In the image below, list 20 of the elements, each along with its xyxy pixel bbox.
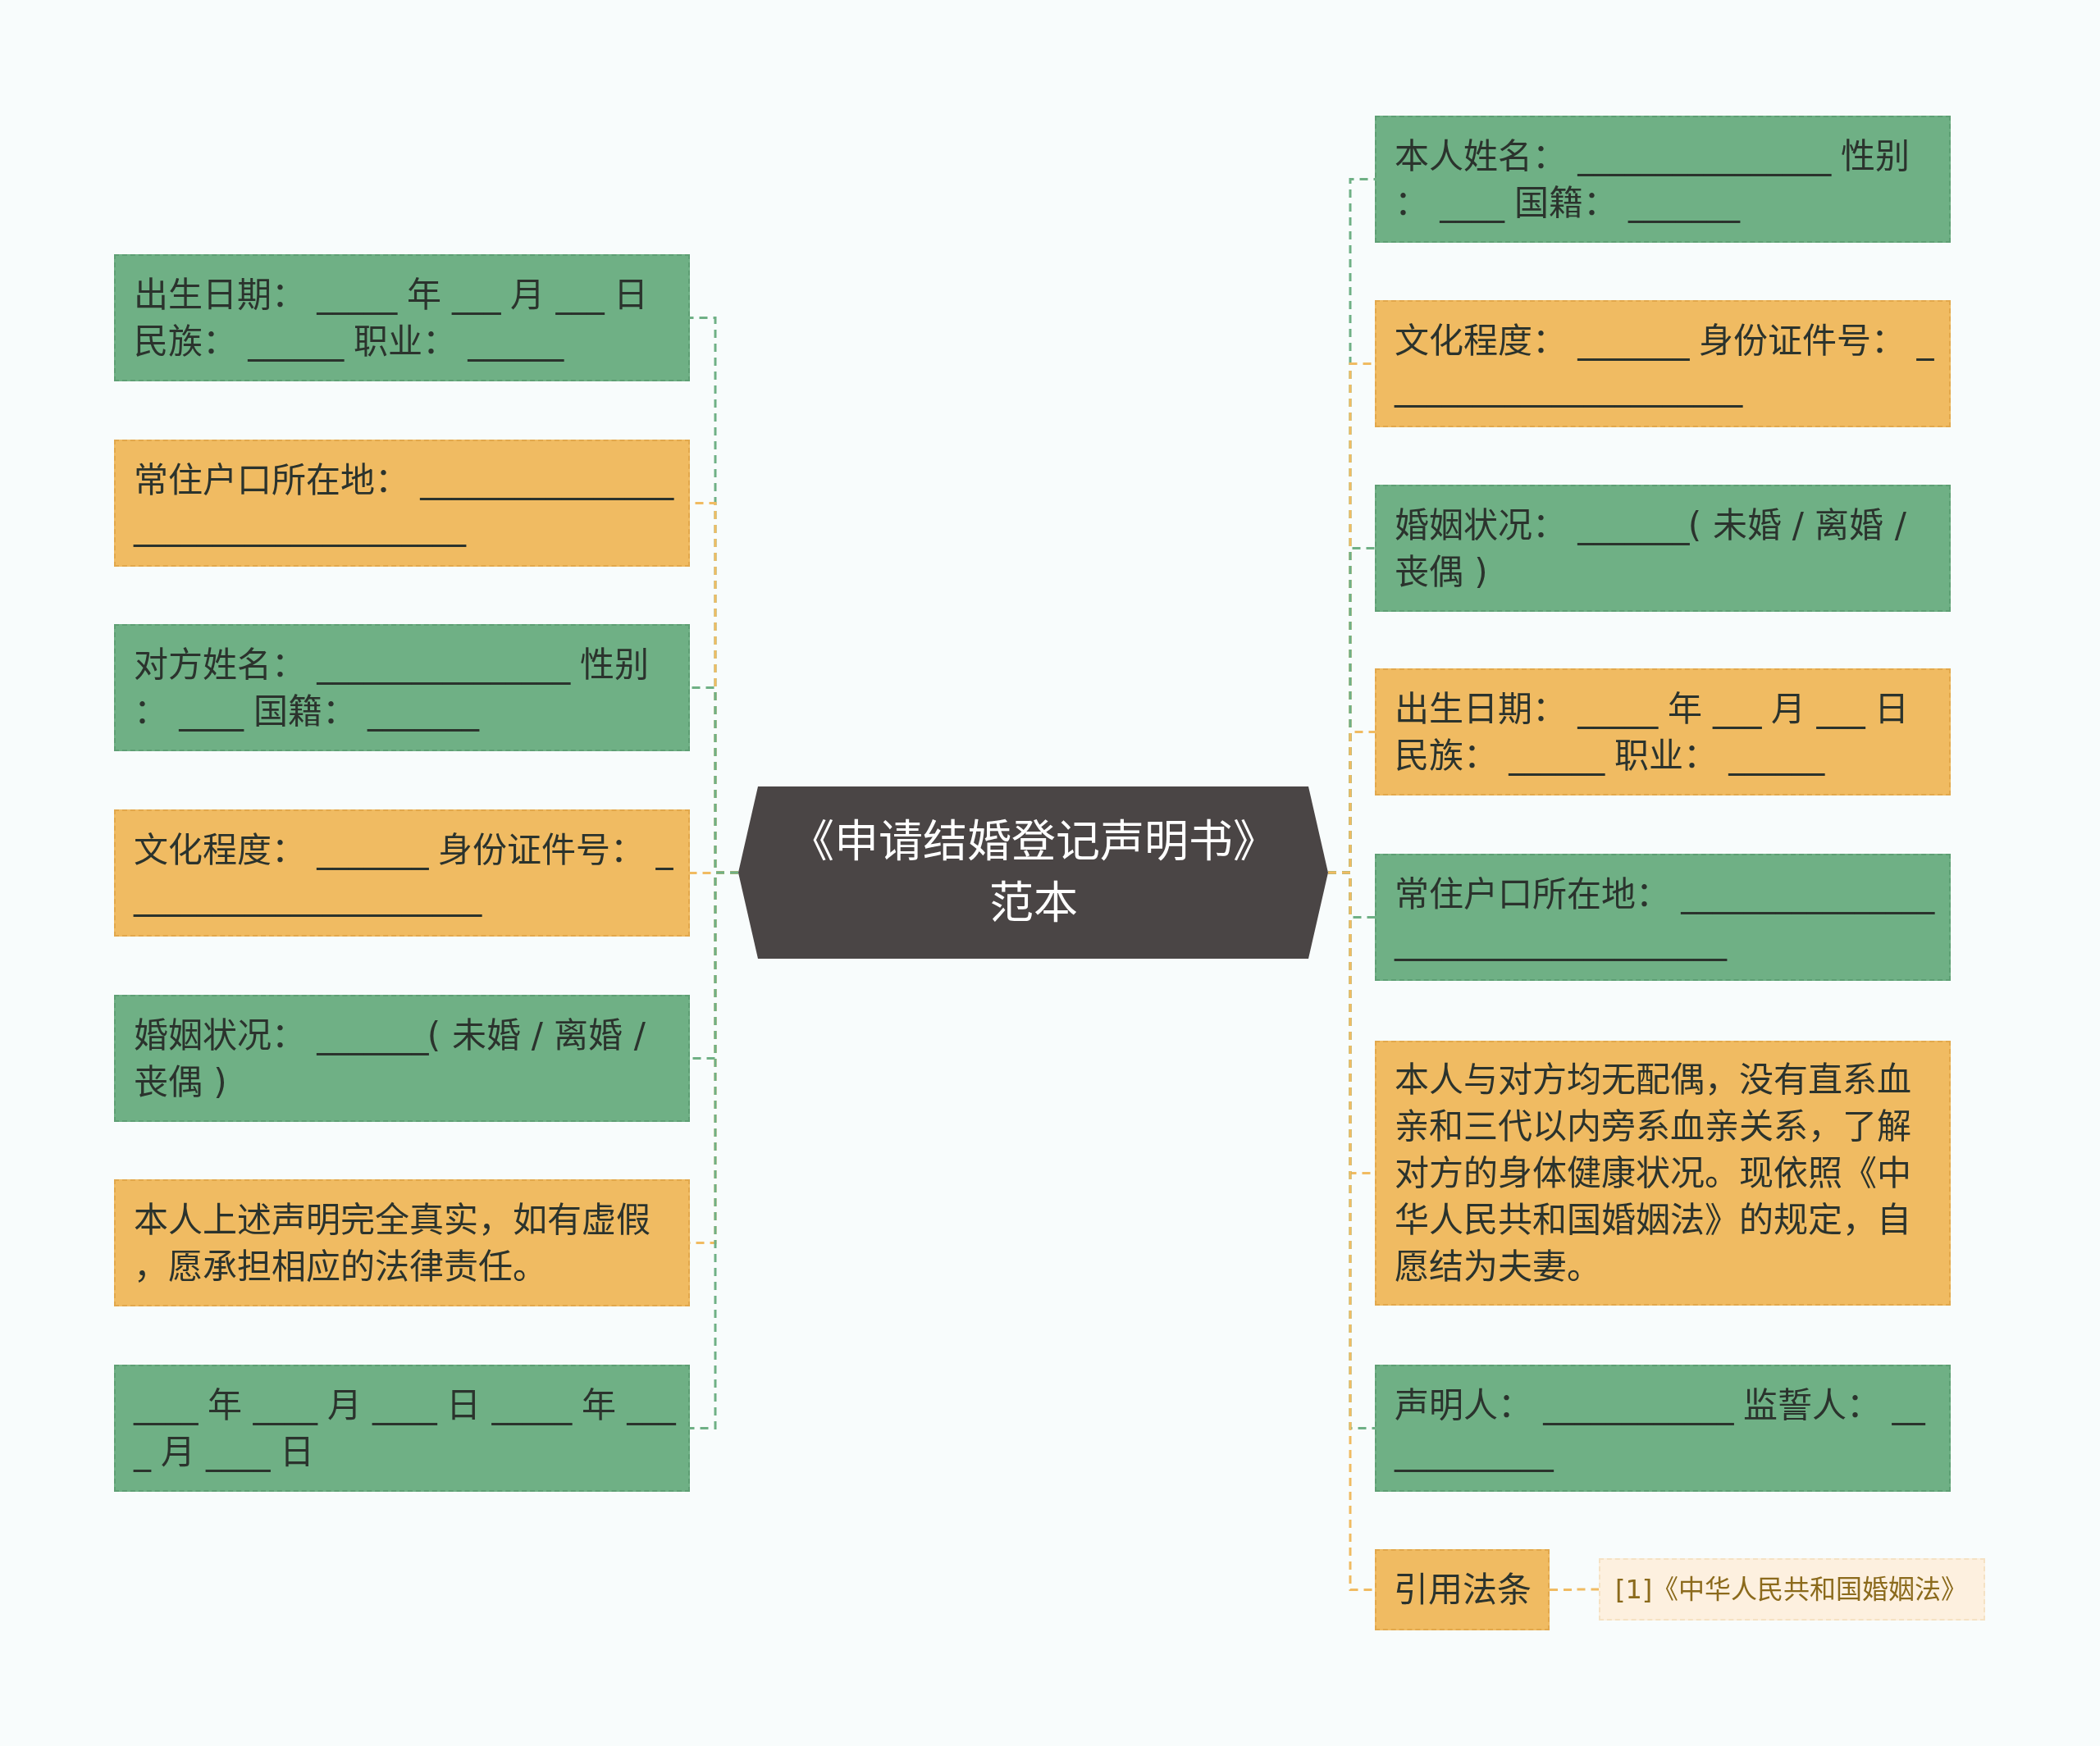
topic-box: 文化程度： _______ 身份证件号： _______________________ xyxy=(1375,300,1951,427)
topic-box: 常住户口所在地： _____________________________________ xyxy=(1375,854,1951,981)
topic-box: ____ 年 ____ 月 ____ 日 _____ 年 ____ 月 ____ 日 xyxy=(114,1365,690,1492)
topic-box: 本人上述声明完全真实，如有虚假，愿承担相应的法律责任。 xyxy=(114,1179,690,1306)
topic-box: 声明人： ____________ 监誓人： ____________ xyxy=(1375,1365,1951,1492)
topic-box: 出生日期： _____ 年 ___ 月 ___ 日民族： ______ 职业： ______ xyxy=(1375,668,1951,796)
reference-note: [1]《中华人民共和国婚姻法》 xyxy=(1599,1558,1985,1621)
connector-line xyxy=(1328,871,1375,1591)
connector-line xyxy=(690,871,738,1429)
topic-box: 常住户口所在地： _____________________________________ xyxy=(114,440,690,567)
topic-box: 婚姻状况： _______( 未婚 / 离婚 / 丧偶 ) xyxy=(1375,485,1951,612)
topic-box: 对方姓名： ________________ 性别： ____ 国籍： _______ xyxy=(114,624,690,751)
topic-box: 出生日期： _____ 年 ___ 月 ___ 日民族： ______ 职业： ______ xyxy=(114,254,690,381)
topic-box: 引用法条 xyxy=(1375,1549,1550,1630)
topic-box: 本人姓名： ________________ 性别： ____ 国籍： _______ xyxy=(1375,116,1951,243)
topic-box: 本人与对方均无配偶，没有直系血亲和三代以内旁系血亲关系，了解对方的身体健康状况。现依照《中华人民共和国婚姻法》的规定，自愿结为夫妻。 xyxy=(1375,1041,1951,1306)
topic-hexagon: 《申请结婚登记声明书》范本 xyxy=(738,786,1328,959)
topic-box: 文化程度： _______ 身份证件号： _______________________ xyxy=(114,809,690,937)
connector-line xyxy=(1550,1588,1599,1591)
topic-box: 婚姻状况： _______( 未婚 / 离婚 / 丧偶 ) xyxy=(114,995,690,1122)
